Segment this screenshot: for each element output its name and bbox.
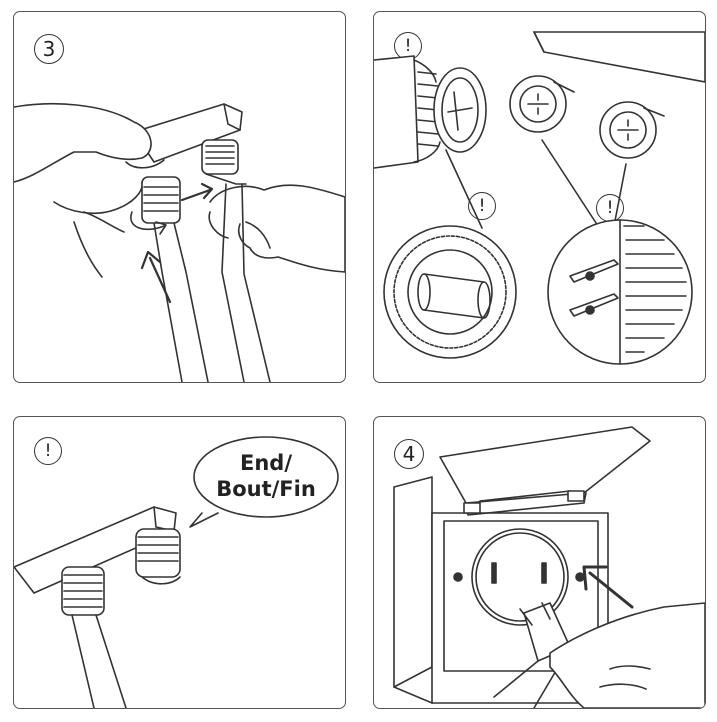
outlet-lid	[439, 426, 651, 504]
socket-right	[201, 139, 239, 175]
plug-magnified	[383, 225, 517, 359]
illustration-pin-alignment	[374, 31, 705, 365]
panel-step-4: 4	[373, 416, 706, 709]
splitter-body	[133, 103, 243, 163]
callout-text-line-1: End/	[240, 451, 292, 475]
callout-bubble	[193, 436, 339, 518]
step-number-4: 4	[394, 439, 424, 469]
cable	[71, 614, 127, 708]
callout-text-line-2: Bout/Fin	[216, 477, 316, 501]
hand	[549, 602, 705, 708]
hand-right	[209, 184, 345, 273]
splitter-body	[14, 506, 177, 594]
splitter-housing	[533, 31, 705, 83]
panel-step-3: 3	[13, 11, 346, 383]
cable-connector	[141, 176, 181, 224]
plug-arrow	[588, 571, 634, 609]
rotate-arrow	[130, 211, 165, 231]
outlet-face	[471, 528, 569, 626]
illustration-end-cap	[14, 436, 339, 708]
connect-arrow	[180, 188, 212, 202]
panel-alignment-detail: ! ! !	[373, 11, 706, 383]
outlet-box	[393, 476, 433, 688]
plug-threaded	[374, 55, 419, 169]
warning-marker-end-cap: !	[34, 437, 62, 465]
warning-marker-top: !	[394, 32, 422, 60]
push-arrow	[148, 256, 172, 304]
step-number-3: 3	[34, 34, 64, 64]
panel-end-cap: ! End/ Bout/Fin	[13, 416, 346, 709]
cable	[153, 222, 209, 382]
illustration-connect-cable	[14, 102, 345, 382]
hand-left	[14, 102, 152, 183]
illustration-plug-in	[393, 426, 705, 708]
